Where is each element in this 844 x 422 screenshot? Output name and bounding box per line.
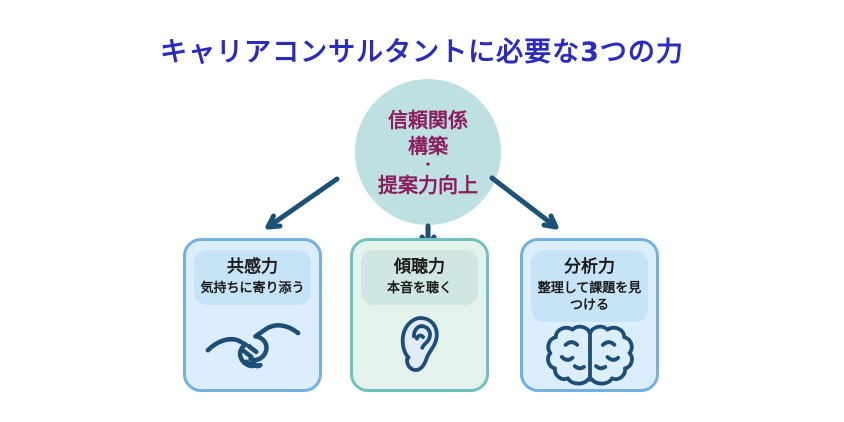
circle-text-line-2: 構築 bbox=[408, 133, 448, 158]
circle-text-separator-dot: ・ bbox=[421, 157, 435, 173]
card-empathy-subtitle: 気持ちに寄り添う bbox=[200, 281, 305, 296]
card-listening-label: 傾聴力 本音を聴く bbox=[361, 250, 478, 305]
card-listening-icon-area bbox=[353, 305, 486, 389]
card-analysis-title: 分析力 bbox=[564, 257, 615, 277]
ear-icon bbox=[400, 316, 439, 372]
arrow-right-icon bbox=[489, 175, 559, 230]
page-title: キャリアコンサルタントに必要な3つの力 bbox=[160, 37, 684, 68]
card-analysis-subtitle: 整理して課題を見つける bbox=[537, 281, 642, 313]
card-empathy-title: 共感力 bbox=[227, 257, 278, 277]
arrow-left-icon bbox=[265, 176, 340, 230]
circle-text-line-1: 信頼関係 bbox=[388, 107, 468, 132]
card-empathy-icon-area bbox=[186, 305, 319, 389]
circle-text-line-3: 提案力向上 bbox=[378, 172, 478, 197]
card-listening-title: 傾聴力 bbox=[394, 257, 445, 277]
card-listening-subtitle: 本音を聴く bbox=[386, 281, 452, 296]
center-circle: 信頼関係 構築 ・ 提案力向上 bbox=[355, 79, 501, 225]
handshake-icon bbox=[205, 323, 300, 369]
card-listening: 傾聴力 本音を聴く bbox=[350, 238, 489, 392]
card-analysis-icon-area bbox=[523, 322, 656, 392]
card-analysis: 分析力 整理して課題を見つける bbox=[520, 238, 659, 392]
card-empathy-label: 共感力 気持ちに寄り添う bbox=[194, 250, 311, 305]
brain-icon bbox=[545, 324, 634, 386]
card-empathy: 共感力 気持ちに寄り添う bbox=[183, 238, 322, 392]
card-analysis-label: 分析力 整理して課題を見つける bbox=[531, 250, 648, 322]
